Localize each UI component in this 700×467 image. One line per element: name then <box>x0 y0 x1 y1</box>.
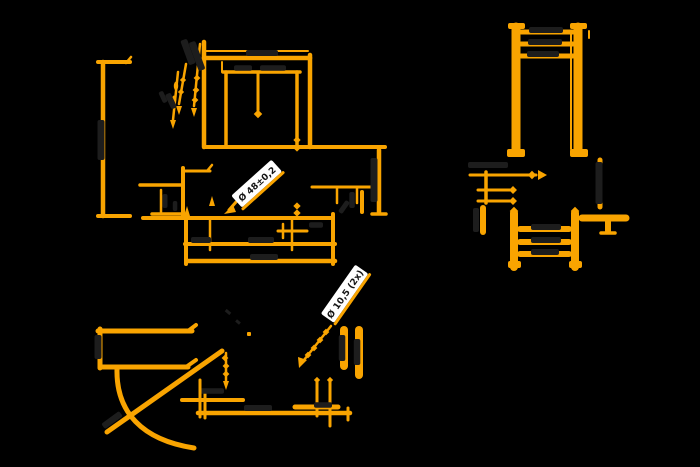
dowel-capsules <box>338 326 363 379</box>
illegible-dimension-text <box>102 411 123 429</box>
illegible-dimension-text <box>314 402 332 408</box>
side-detail-view: Ø 10,5 (2x) <box>94 265 372 451</box>
seat-left-dimensions <box>468 162 547 235</box>
illegible-dimension-text <box>349 192 355 208</box>
illegible-dimension-text <box>180 39 196 65</box>
diameter-callout-10-5: Ø 10,5 (2x) <box>321 265 372 326</box>
illegible-dimension-text <box>94 335 102 359</box>
back-view <box>468 22 630 271</box>
diameter-10-5-label: Ø 10,5 (2x) <box>325 268 366 321</box>
legs-and-stretchers <box>508 206 582 271</box>
illegible-dimension-text <box>260 65 286 71</box>
top-width-dimensions <box>201 39 313 152</box>
back-posts <box>507 22 590 157</box>
illegible-dimension-text <box>172 201 178 211</box>
illegible-dimension-text <box>527 51 559 57</box>
plan-view: Ø 48±0,2 <box>96 39 388 266</box>
illegible-dimension-text <box>531 237 561 243</box>
base-dimensions <box>180 376 353 428</box>
diameter-callout-48: Ø 48±0,2 <box>224 160 285 214</box>
illegible-dimension-text <box>338 335 346 361</box>
illegible-dimension-text <box>528 39 562 45</box>
hole-leader <box>224 308 333 368</box>
seat-left-bracket <box>138 163 215 219</box>
illegible-dimension-text <box>531 249 559 255</box>
back-slats <box>518 27 576 59</box>
illegible-dimension-text <box>370 158 378 202</box>
illegible-dimension-text <box>353 339 361 365</box>
illegible-dimension-text <box>200 388 224 394</box>
illegible-dimension-text <box>189 41 205 71</box>
illegible-dimension-text <box>97 120 105 160</box>
side-rails <box>94 323 198 371</box>
illegible-dimension-text <box>191 237 211 243</box>
bottom-width-dimensions <box>141 202 338 266</box>
illegible-dimension-text <box>248 237 274 243</box>
illegible-dimension-text <box>158 91 168 103</box>
crossed-legs <box>102 348 230 451</box>
illegible-dimension-text <box>244 405 272 411</box>
illegible-dimension-text <box>165 93 177 109</box>
seat-right-dimensions <box>578 157 630 235</box>
illegible-dimension-text <box>531 224 561 230</box>
illegible-dimension-text <box>234 65 252 71</box>
illegible-dimension-text <box>473 208 479 232</box>
leader-fan <box>158 39 205 129</box>
seat-right-dimensions <box>202 145 388 216</box>
illegible-dimension-text <box>162 194 168 208</box>
diameter-48-label: Ø 48±0,2 <box>236 165 278 204</box>
illegible-dimension-text <box>338 200 350 214</box>
illegible-dimension-text <box>529 27 563 33</box>
illegible-dimension-text <box>468 162 508 168</box>
illegible-dimension-text <box>246 50 278 56</box>
illegible-dimension-text <box>309 222 323 228</box>
illegible-dimension-text <box>595 162 603 204</box>
left-height-dimension <box>96 55 133 219</box>
illegible-dimension-text <box>250 254 278 260</box>
